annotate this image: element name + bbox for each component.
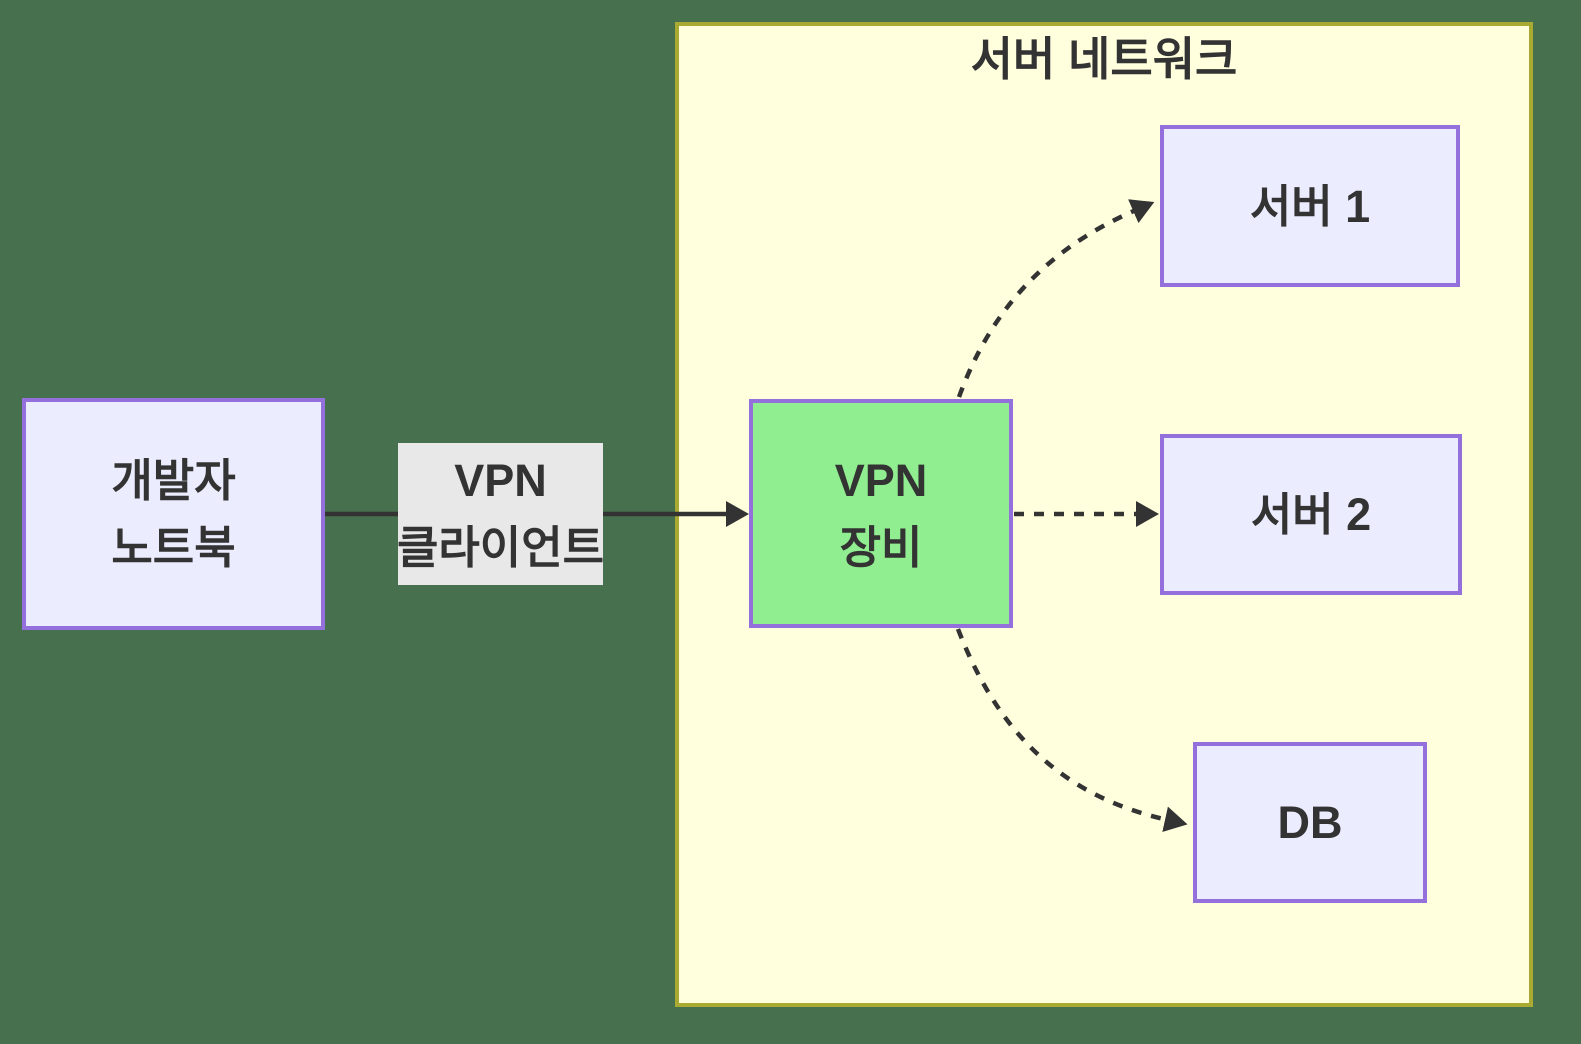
server2-node: 서버 2 [1160, 434, 1462, 595]
server2-label: 서버 2 [1250, 489, 1372, 540]
cluster-title: 서버 네트워크 [970, 33, 1238, 85]
server1-label: 서버 1 [1249, 180, 1371, 232]
developer-laptop-label-line1: 개발자 [111, 455, 236, 506]
vpn-device-node: VPN 장비 [749, 399, 1013, 628]
db-node: DB [1193, 742, 1427, 903]
developer-laptop-node: 개발자 노트북 [22, 398, 325, 630]
developer-laptop-label-line2: 노트북 [111, 522, 236, 573]
server1-node: 서버 1 [1160, 125, 1460, 287]
db-label: DB [1277, 797, 1343, 848]
vpn-client-label-line2: 클라이언트 [397, 522, 605, 573]
vpn-device-label-line2: 장비 [839, 521, 923, 573]
vpn-client-label-line1: VPN [454, 455, 547, 506]
vpn-device-label-line1: VPN [834, 454, 928, 506]
vpn-client-edge-label: VPN 클라이언트 [397, 443, 605, 585]
